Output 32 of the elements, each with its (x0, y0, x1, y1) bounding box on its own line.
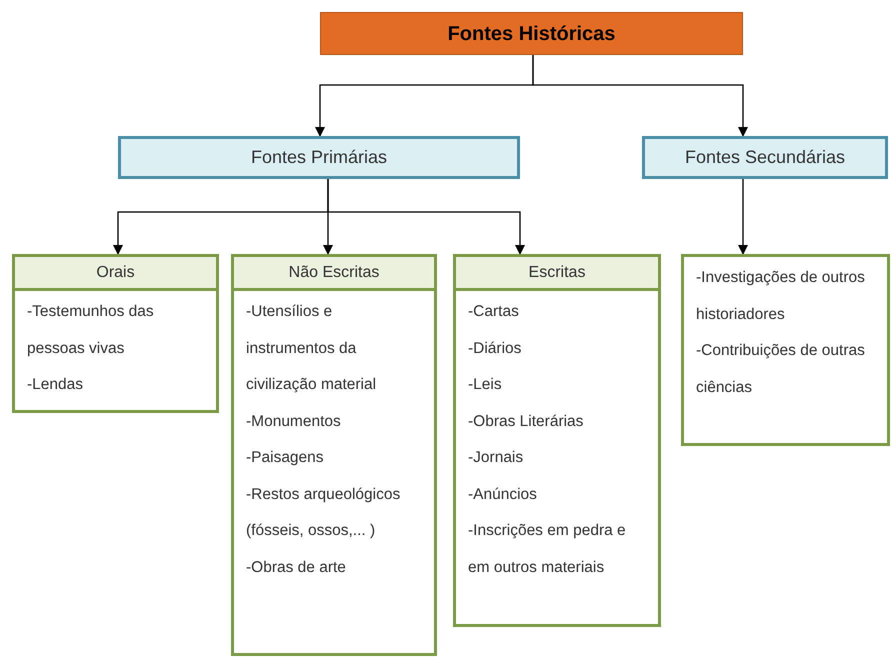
list-box (681, 254, 890, 446)
list-item: -Obras de arte (246, 558, 347, 578)
arrow (327, 179, 525, 255)
arrow (738, 179, 748, 255)
title-box (320, 12, 743, 55)
list-item: -Jornais (468, 448, 524, 468)
box-header: Não Escritas (234, 257, 434, 291)
category-box (118, 136, 520, 179)
list-item: -Restos arqueológicos (fósseis, ossos,... ) (246, 484, 402, 541)
box-header: Orais (15, 257, 216, 291)
list-item: -Lendas (27, 375, 84, 395)
list-item: -Anúncios (468, 484, 538, 504)
list-item: -Utensílios e instrumentos da civilização material (246, 302, 378, 395)
list-item: -Testemunhos das pessoas vivas (27, 302, 155, 358)
category-box (642, 136, 888, 179)
list-item: -Diários (468, 338, 522, 358)
box-title: Fontes Primárias (250, 146, 388, 169)
list-item: -Obras Literárias (468, 412, 584, 432)
list-item: -Paisagens (246, 448, 325, 468)
list-item: -Monumentos (246, 412, 342, 432)
box-title: Fontes Históricas (448, 22, 616, 46)
box-title: Fontes Secundárias (684, 146, 846, 169)
list-box (453, 254, 661, 627)
list-item: -Investigações de outros historiadores (696, 268, 866, 324)
list-item: -Leis (468, 375, 503, 395)
list-item: -Contribuições de outras ciências (696, 341, 866, 398)
list-item: -Cartas (468, 302, 520, 322)
arrow (532, 55, 748, 137)
list-box (231, 254, 437, 656)
list-item: -Inscrições em pedra e em outros materiais (468, 521, 627, 578)
box-header: Escritas (456, 257, 658, 291)
list-box (12, 254, 219, 413)
